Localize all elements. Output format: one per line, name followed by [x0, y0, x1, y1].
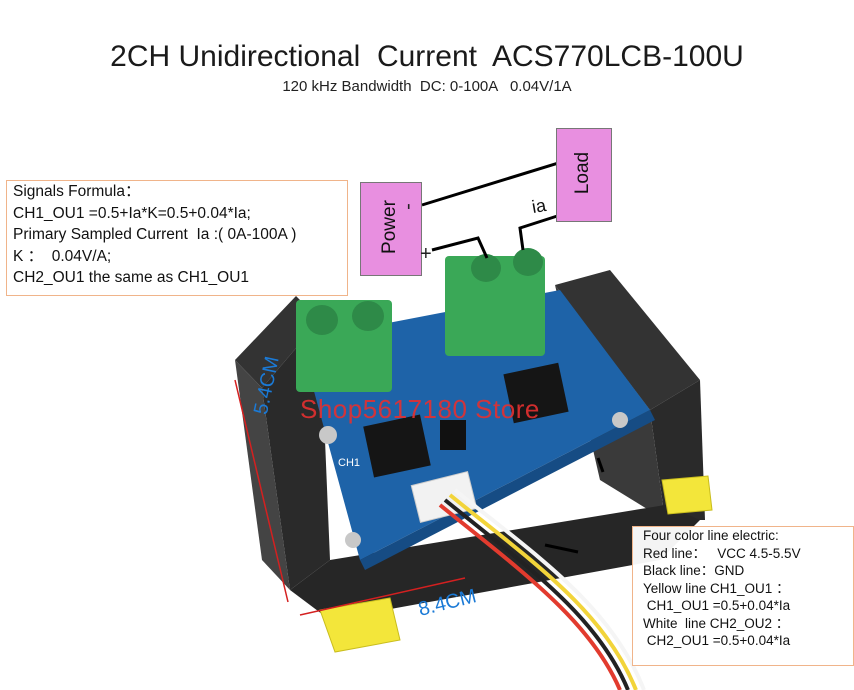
load-label-box: [556, 128, 612, 222]
formula-line: K ： 0.04V/A;: [13, 247, 112, 265]
pcb-ch1-label: CH1: [338, 457, 360, 469]
power-label-box: [360, 182, 422, 276]
power-label: Power: [379, 200, 400, 254]
signal-cable: [438, 488, 646, 690]
wiring-line: Four color line electric:: [643, 528, 779, 543]
formula-line: CH1_OU1 =0.5+Ia*K=0.5+0.04*Ia;: [13, 204, 251, 222]
wiring-line: CH1_OU1 =0.5+0.04*Ia: [643, 598, 791, 613]
wiring-line: White line CH2_OU2 ：: [643, 615, 790, 631]
wiring-line: Yellow line CH1_OU1 ：: [643, 580, 790, 596]
formula-line: CH2_OU1 the same as CH1_OU1: [13, 269, 250, 286]
store-watermark: Shop5617180 Store: [300, 394, 540, 424]
wiring-line: CH2_OU1 =0.5+0.04*Ia: [643, 633, 791, 648]
load-label: Load: [572, 151, 593, 195]
formula-line: Primary Sampled Current Ia :( 0A-100A ): [13, 226, 297, 243]
dimension-lines: [234, 379, 466, 616]
page-subtitle: 120 kHz Bandwidth DC: 0-100A 0.04V/1A: [282, 78, 572, 95]
power-minus-label: -: [396, 203, 419, 210]
page-title: 2CH Unidirectional Current ACS770LCB-100…: [110, 40, 744, 73]
wiring-line: Black line：GND: [643, 563, 745, 578]
wiring-info-box: Four color line electric: Red line： VCC …: [632, 526, 854, 666]
power-plus-label: +: [420, 243, 432, 265]
wiring-line: Red line： VCC 4.5-5.5V: [643, 545, 801, 561]
mounting-feet: [319, 475, 713, 653]
terminal-blocks: [296, 248, 545, 392]
formula-line: Signals Formula：: [13, 183, 141, 200]
signals-formula-box: Signals Formula： CH1_OU1 =0.5+Ia*K=0.5+0…: [6, 180, 348, 296]
